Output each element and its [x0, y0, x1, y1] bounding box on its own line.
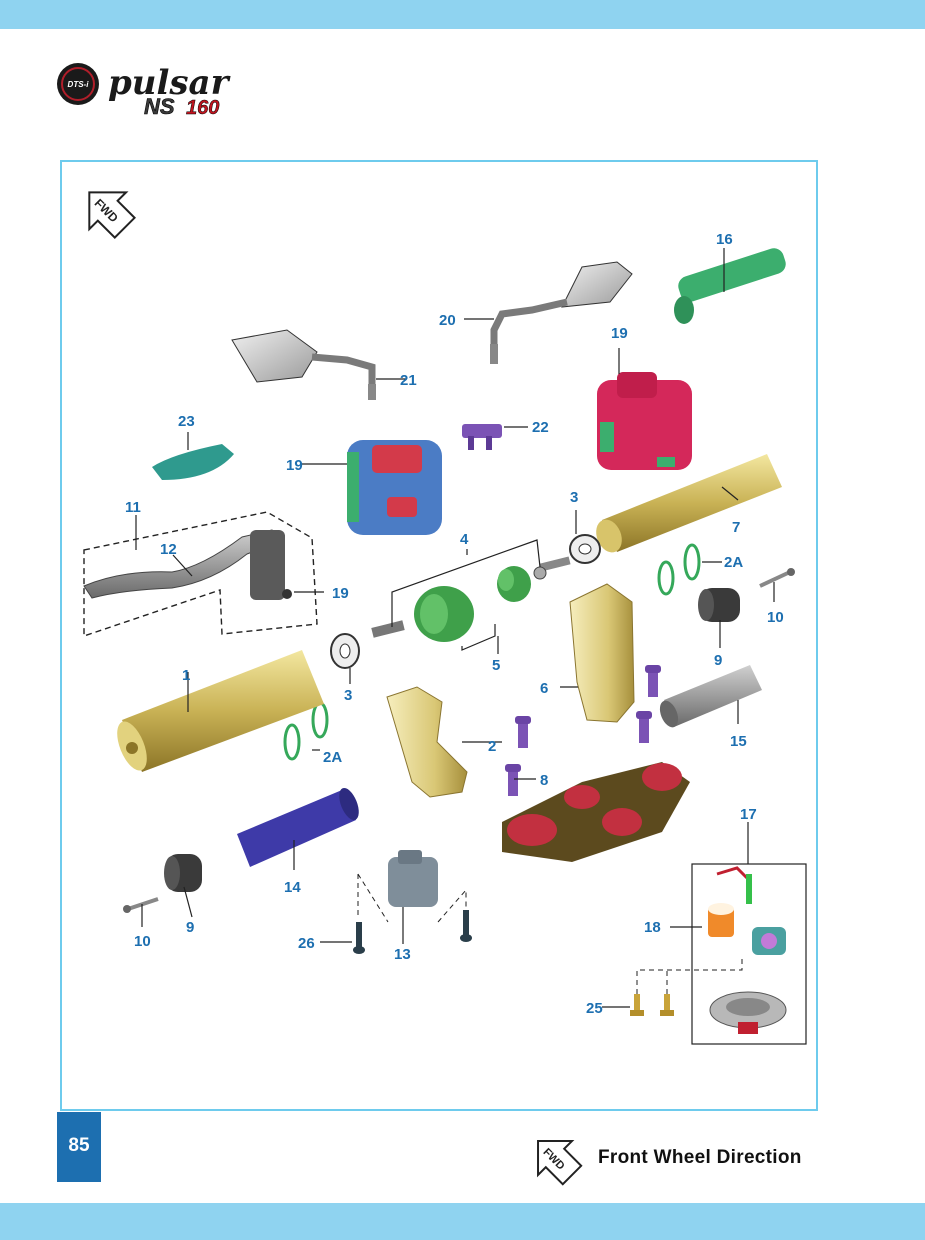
fwd-arrow-icon: FWD [88, 191, 136, 239]
callout-16: 16 [716, 231, 733, 248]
part-24-lever-cover [152, 444, 234, 480]
part-15-grip-right [659, 665, 762, 728]
part-17-ignition-kit-box [691, 863, 807, 1045]
dtsi-badge-text: DTS-i [68, 80, 90, 89]
page-number: 85 [57, 1112, 101, 1182]
callout-15: 15 [730, 733, 747, 750]
part-10-screw-left [123, 897, 159, 913]
callout-1: 1 [182, 667, 190, 684]
parts-diagram-frame: FWD [60, 160, 818, 1111]
callout-14: 14 [284, 879, 301, 896]
part-4-bolt-lower [371, 620, 405, 638]
part-17-ignition-kit [708, 866, 787, 1034]
callout-18: 18 [644, 919, 661, 936]
part-14-grip-left [237, 787, 359, 867]
callout-22: 21 [400, 372, 417, 389]
exploded-view: FWD [83, 191, 807, 1045]
callout-21: 20 [439, 312, 456, 329]
part-4-bolt-upper [533, 556, 571, 580]
callout-6: 6 [540, 680, 548, 697]
part-13-switch-block [388, 850, 438, 907]
part-2-riser-left [386, 686, 468, 798]
part-3-washer-upper [569, 534, 601, 564]
callout-4: 4 [460, 531, 469, 548]
callout-11: 11 [125, 499, 141, 516]
part-5-weight-large [414, 586, 474, 642]
callout-9-left: 9 [186, 919, 194, 936]
part-16-throttle-sleeve [674, 248, 786, 324]
callout-24: 23 [178, 413, 195, 430]
callout-2A-left: 2A [323, 749, 342, 766]
callout-3-upper: 3 [570, 489, 578, 506]
pulsar-ns160-logo: DTS-i pulsar NS 160 [57, 63, 231, 119]
model-ns: NS [144, 94, 175, 119]
part-1-handlebar-left [117, 650, 324, 772]
part-23-connector [462, 424, 502, 450]
callout-10-right: 10 [767, 609, 784, 626]
callout-19-upper: 19 [286, 457, 303, 474]
callout-5: 5 [492, 657, 500, 674]
callout-10-left: 10 [134, 933, 151, 950]
top-band [0, 0, 925, 29]
callout-2A-right: 2A [724, 554, 743, 571]
upper-triple-clamp [502, 762, 690, 862]
callout-9-right: 9 [714, 652, 722, 669]
callout-3-lower: 3 [344, 687, 352, 704]
leader-lines [135, 248, 775, 1008]
callout-17: 17 [740, 806, 757, 823]
part-5-weight-small [497, 566, 531, 602]
part-12-clutch-lever [83, 529, 292, 600]
callout-2: 2 [488, 738, 496, 755]
callout-8: 8 [540, 772, 548, 789]
callout-13: 13 [394, 946, 411, 963]
part-9-bar-end-left [164, 854, 202, 892]
callout-20: 19 [611, 325, 628, 342]
part-21-mirror-right [490, 261, 633, 364]
callout-25: 25 [586, 1000, 603, 1017]
callout-12: 12 [160, 541, 177, 558]
part-22-mirror-left [231, 329, 376, 400]
callout-labels: 16 20 19 21 23 22 19 3 11 7 4 12 2A 19 1… [125, 231, 784, 1017]
part-19-left-switch [347, 440, 442, 535]
model-160: 160 [186, 97, 219, 119]
callout-19-lower: 19 [332, 585, 349, 602]
part-10-screw-right [759, 568, 795, 588]
part-6-riser-right [569, 583, 635, 723]
callout-26: 26 [298, 935, 315, 952]
part-26-screws [353, 910, 472, 954]
legend-text: Front Wheel Direction [598, 1147, 802, 1168]
bottom-band [0, 1203, 925, 1240]
part-9-bar-end-right [698, 588, 740, 622]
part-8-bolts [505, 665, 661, 796]
callout-23: 22 [532, 419, 549, 436]
part-20-right-switch [597, 372, 692, 470]
part-3-washer-lower [330, 633, 360, 669]
legend-fwd-arrow-icon: FWD [537, 1140, 583, 1186]
part-25-screws [630, 994, 674, 1016]
callout-7: 7 [732, 519, 740, 536]
part-11-bracket-outline [83, 511, 318, 637]
part-2A-orings-right [657, 543, 701, 596]
pulsar-script: pulsar [108, 63, 231, 103]
part-7-handlebar-right [596, 454, 782, 553]
